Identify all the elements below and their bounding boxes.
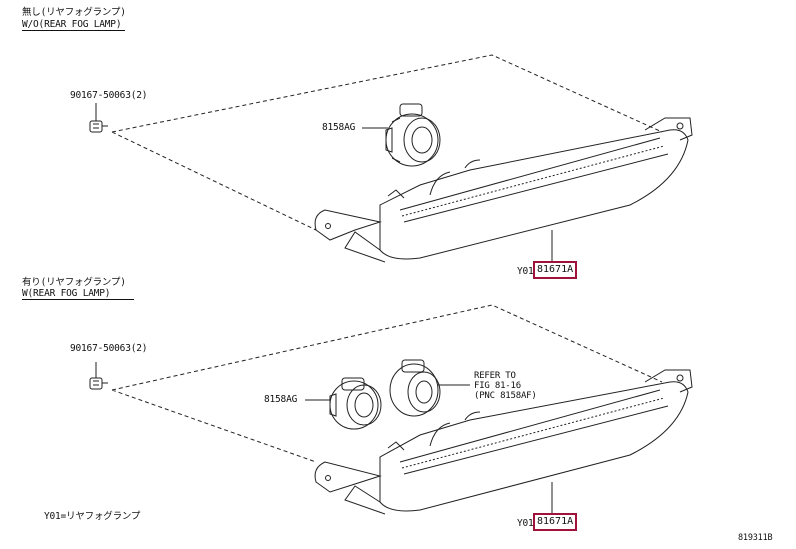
section-1-bolt-label[interactable]: 90167-50063(2) (70, 90, 148, 101)
section-1-heading-en: W/O(REAR FOG LAMP) (22, 19, 126, 31)
section-1-code-prefix: Y01 (517, 266, 534, 277)
section-2-bolt-icon (89, 362, 108, 390)
section-2-referenced-socket-icon (389, 359, 470, 417)
section-1-lamp-icon (314, 117, 693, 263)
section-1-bolt-icon (89, 103, 108, 133)
section-1-socket-icon (362, 103, 441, 167)
section-2-part-number[interactable]: 81671A (533, 513, 578, 531)
section-2-socket-label[interactable]: 8158AG (264, 394, 298, 405)
section-2-reference-line-3: (PNC 8158AF) (474, 391, 537, 401)
section-2-code-prefix: Y01 (517, 518, 534, 529)
section-2-reference-line-2[interactable]: FIG 81-16 (474, 381, 521, 391)
section-2-bolt-label[interactable]: 90167-50063(2) (70, 343, 148, 354)
section-1-dashed-guide (111, 54, 663, 231)
section-2-drawing (89, 304, 693, 515)
section-2-heading-en: W(REAR FOG LAMP) (22, 288, 135, 300)
section-1-drawing (89, 54, 693, 263)
figure-id: 819311B (738, 533, 773, 543)
section-2-lamp-icon (314, 369, 693, 515)
section-2-socket-icon (305, 377, 382, 430)
section-1-heading-jp: 無し(リヤフォグランプ) (22, 7, 126, 18)
section-1-part-number[interactable]: 81671A (533, 261, 578, 279)
legend-text: Y01=リヤフォグランプ (44, 511, 141, 522)
section-2-reference-line-1: REFER TO (474, 371, 516, 381)
section-2-dashed-guide (111, 304, 663, 463)
section-1-socket-label[interactable]: 8158AG (322, 122, 356, 133)
section-2-heading-jp: 有り(リヤフォグランプ) (22, 277, 126, 288)
